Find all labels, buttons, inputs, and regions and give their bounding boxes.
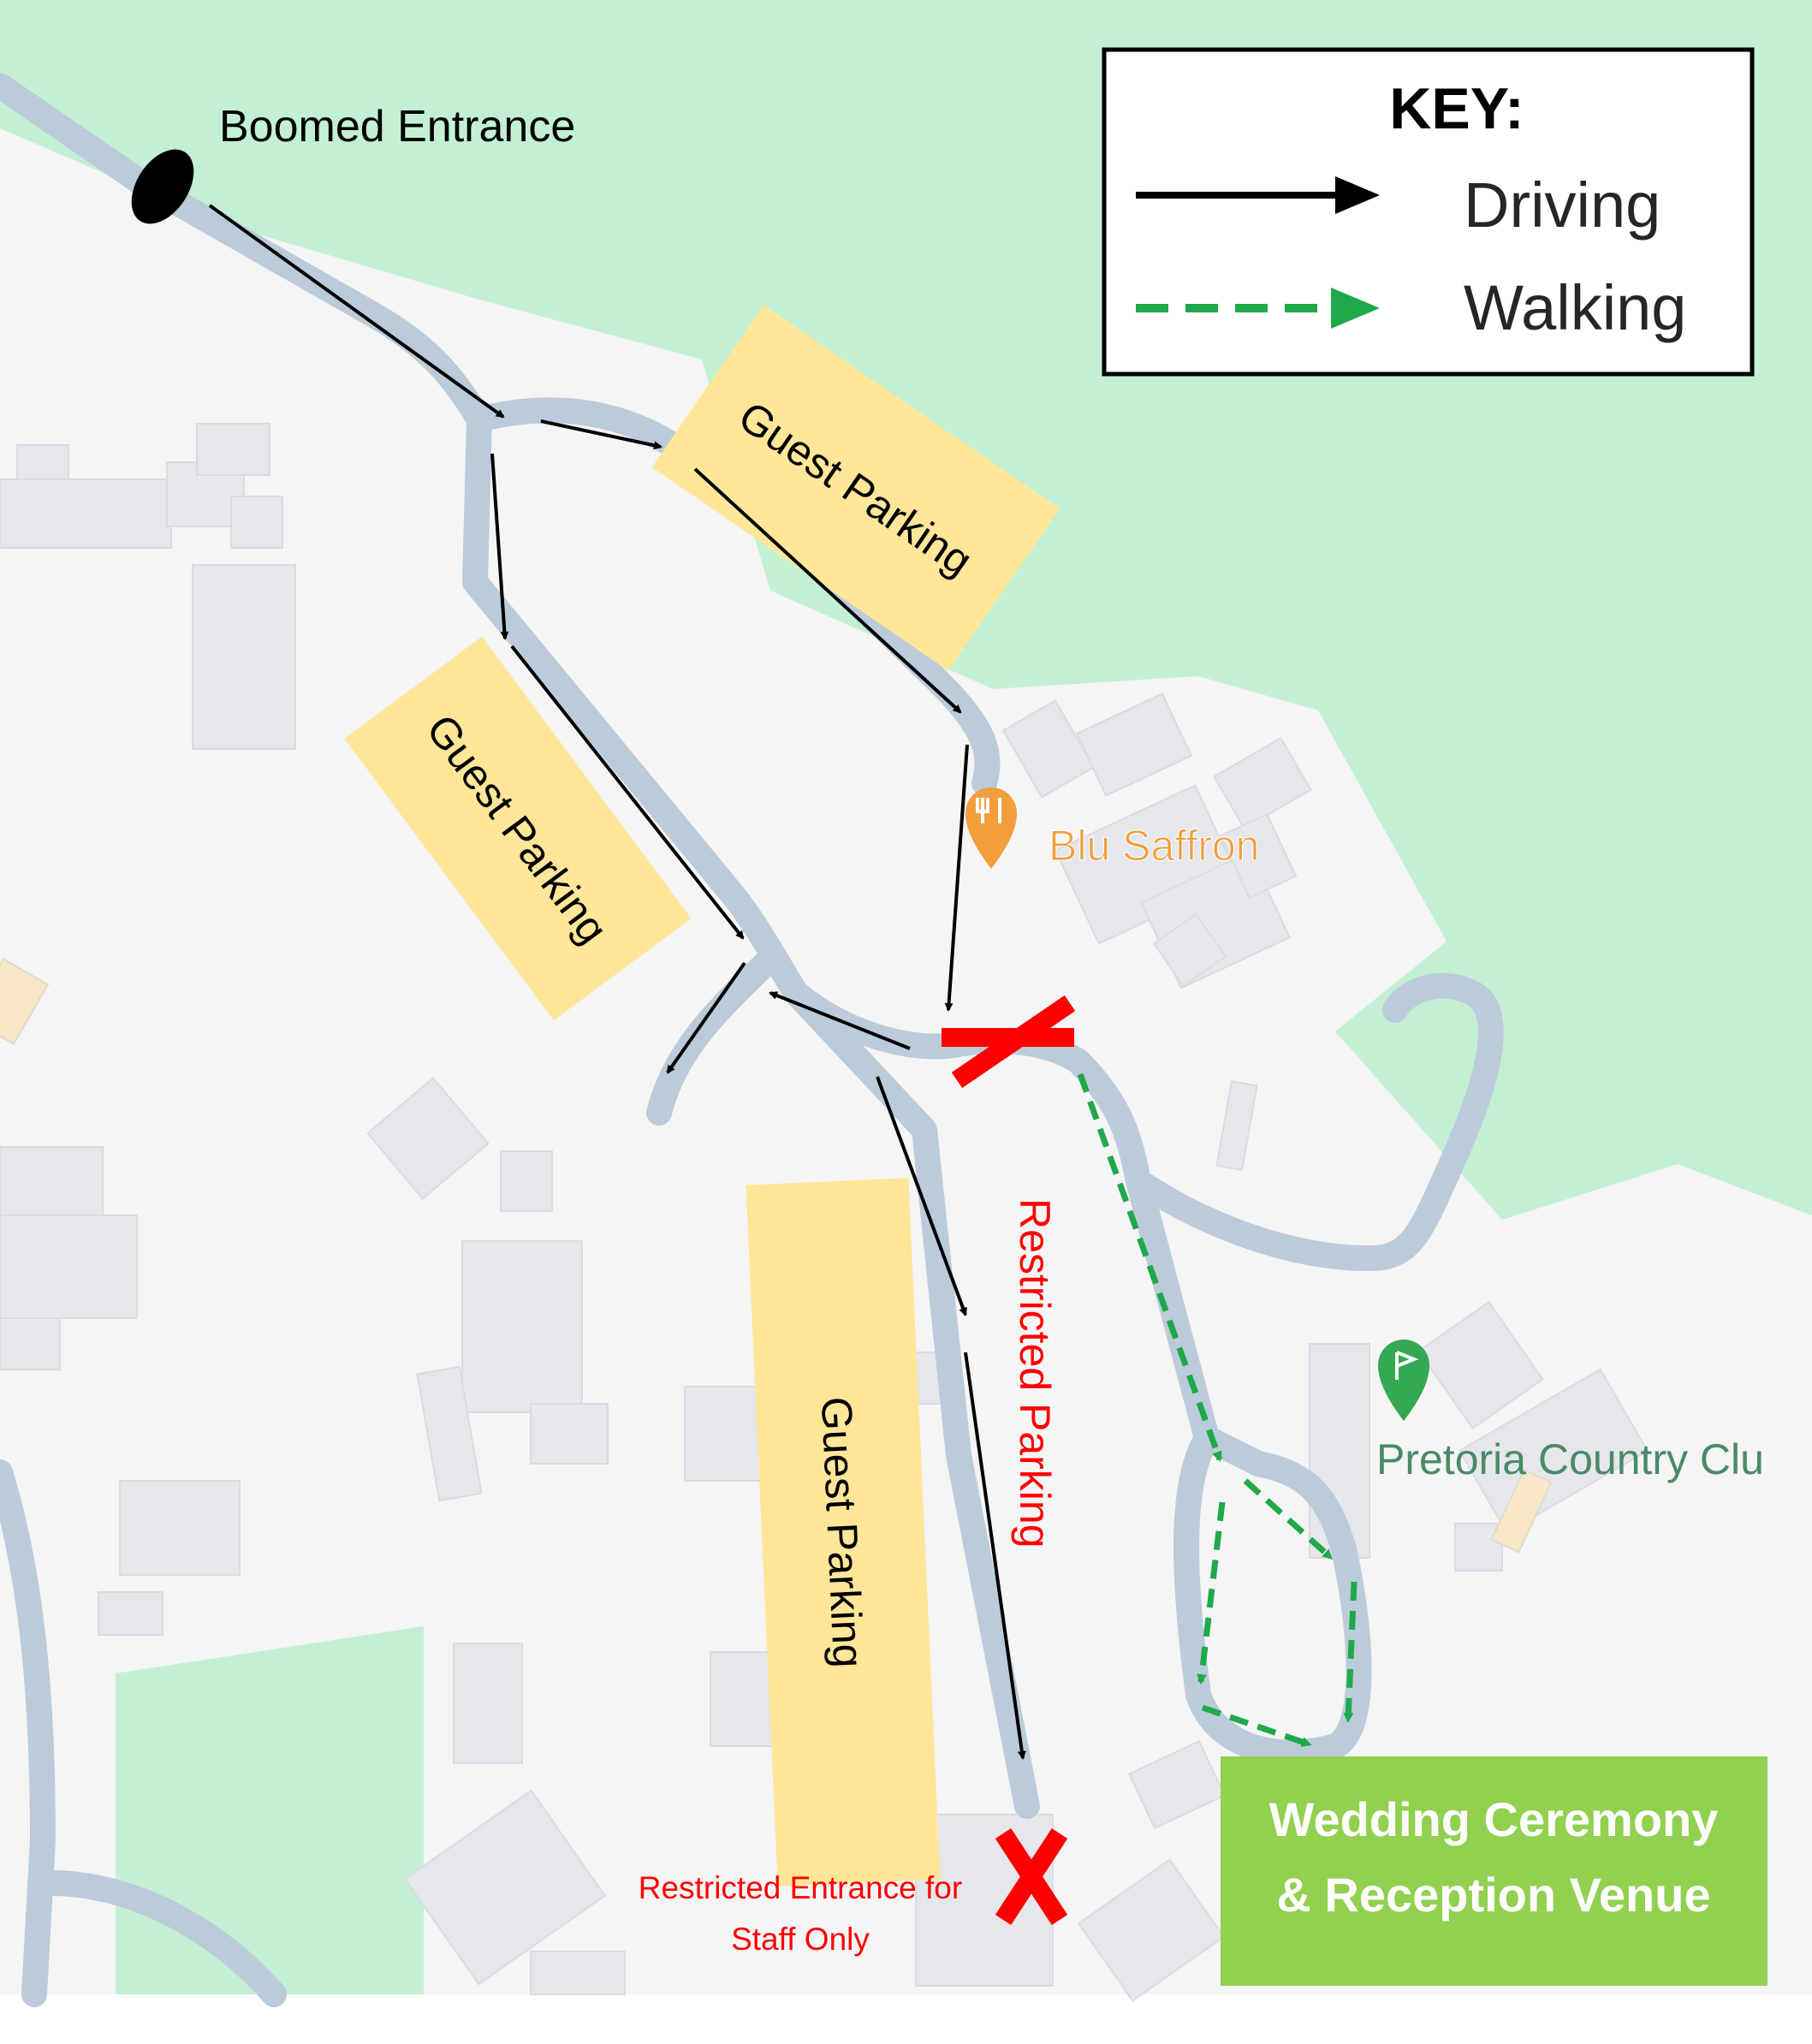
guest-parking-area-3 xyxy=(746,1178,941,1887)
driving-arrow xyxy=(944,744,969,1012)
driving-arrow xyxy=(540,419,662,450)
restricted-parking-label: Restricted Parking xyxy=(1011,1198,1059,1548)
key-title: KEY: xyxy=(1389,76,1524,141)
bottom-margin xyxy=(0,1994,1812,2044)
map-key: KEY: Driving Walking xyxy=(1102,47,1755,377)
restricted-entrance-x xyxy=(995,1827,1068,1926)
driving-arrow xyxy=(490,453,509,640)
walking-arrow xyxy=(1077,1073,1223,1462)
walking-arrow xyxy=(1197,1501,1226,1685)
boomed-entrance-marker xyxy=(131,149,194,224)
walking-arrow xyxy=(1343,1581,1358,1723)
blu-saffron-label: Blu Saffron xyxy=(1049,822,1259,870)
buildings xyxy=(0,423,1649,2002)
walking-arrow xyxy=(1243,1478,1334,1560)
blu-saffron-place: Blu Saffron xyxy=(965,787,1260,870)
walking-arrow xyxy=(1201,1704,1312,1748)
driving-arrow xyxy=(769,991,911,1050)
walking-route xyxy=(1077,1073,1358,1748)
key-walking-label: Walking xyxy=(1464,272,1686,343)
driving-key-arrowhead xyxy=(1335,176,1380,214)
guest-parking-area-1 xyxy=(651,305,1060,671)
pretoria-country-club-place: Pretoria Country Clu xyxy=(1376,1340,1764,1483)
guest-parking-area-2 xyxy=(344,636,692,1021)
driving-arrow xyxy=(510,645,745,940)
boomed-entrance-label: Boomed Entrance xyxy=(219,102,575,152)
restricted-entrance-line2: Staff Only xyxy=(731,1922,870,1957)
driving-arrow xyxy=(693,467,962,714)
pretoria-country-club-label: Pretoria Country Clu xyxy=(1376,1435,1764,1483)
venue-line2: & Reception Venue xyxy=(1276,1868,1710,1922)
restricted-crossing-x xyxy=(942,995,1076,1089)
restricted-entrance-line1: Restricted Entrance for xyxy=(639,1870,962,1905)
driving-route xyxy=(208,204,1026,1760)
wedding-venue-box: Wedding Ceremony & Reception Venue xyxy=(1221,1756,1767,1986)
key-driving-label: Driving xyxy=(1464,169,1661,241)
driving-arrow xyxy=(208,204,505,419)
green-area-field xyxy=(116,1626,424,1994)
driving-arrow xyxy=(964,1352,1026,1760)
driving-arrow xyxy=(666,961,746,1074)
driving-arrow xyxy=(876,1076,967,1316)
venue-line1: Wedding Ceremony xyxy=(1269,1792,1719,1846)
walking-key-arrowhead xyxy=(1331,288,1380,329)
